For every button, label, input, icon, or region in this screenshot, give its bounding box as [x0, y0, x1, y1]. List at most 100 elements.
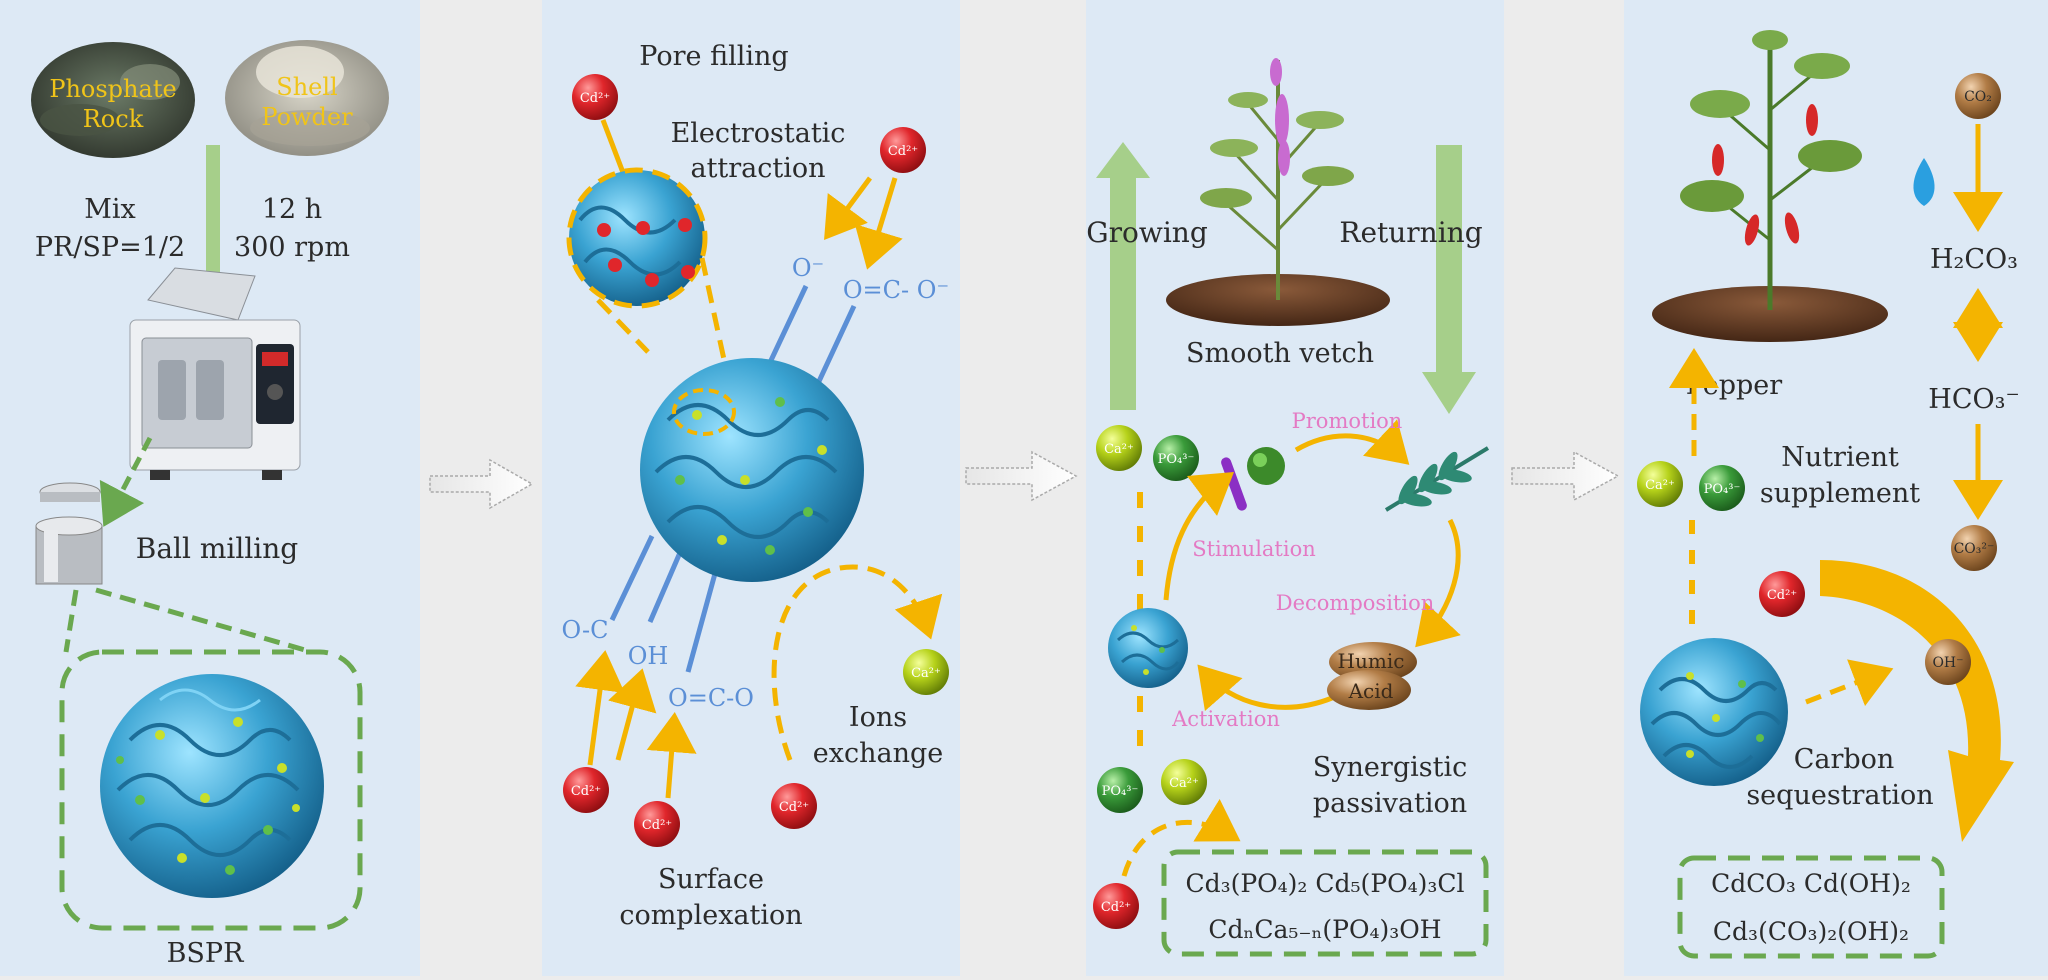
- humic-acid-label-1: Humic: [1338, 649, 1405, 673]
- svg-text:Ca²⁺: Ca²⁺: [1645, 478, 1675, 493]
- bspr-central-sphere: [640, 358, 864, 582]
- ions-exchange-label-1: Ions: [849, 702, 907, 733]
- microbe-rod-icon: [1221, 457, 1247, 511]
- phosphate-rock-label-2: Rock: [83, 105, 144, 133]
- carbon-product-box: [1677, 855, 1945, 959]
- synergistic-label-1: Synergistic: [1313, 752, 1467, 783]
- svg-text:CO₂: CO₂: [1964, 89, 1992, 105]
- oc-label: O-C: [561, 616, 608, 644]
- mill-to-jar-arrow: [99, 436, 153, 527]
- svg-text:Ca²⁺: Ca²⁺: [1104, 442, 1134, 457]
- surface-complexation-label-1: Surface: [658, 864, 764, 895]
- phosphate-rock-label-1: Phosphate: [49, 75, 176, 103]
- carbon-seq-label-2: sequestration: [1746, 780, 1933, 811]
- cd-ion-bottom-1: Cd²⁺: [563, 767, 609, 813]
- microbe-sphere-icon: [1247, 447, 1285, 485]
- shell-powder-image: Shell Powder: [225, 40, 389, 156]
- ca-ion-bottom: Ca²⁺: [1161, 759, 1207, 805]
- zoom-line-left: [63, 589, 79, 653]
- time-label: 12 h: [262, 194, 322, 225]
- hco3-label: HCO₃⁻: [1928, 384, 2019, 415]
- group-line-3: [609, 534, 655, 622]
- svg-text:PO₄³⁻: PO₄³⁻: [1102, 784, 1139, 799]
- synergistic-label-2: passivation: [1313, 788, 1467, 819]
- po4-ion-bottom: PO₄³⁻: [1097, 767, 1143, 813]
- flow-arrow-2: [965, 450, 1078, 502]
- bspr-dashed-box: [59, 649, 363, 931]
- carbon-product-2: Cd₃(CO₃)₂(OH)₂: [1713, 917, 1909, 946]
- stimulation-arrow: [1163, 471, 1234, 601]
- speed-label: 300 rpm: [234, 232, 350, 263]
- ratio-label: PR/SP=1/2: [35, 232, 185, 263]
- fern-leaf-icon: [1384, 446, 1490, 512]
- oh-molecule: OH⁻: [1925, 639, 1971, 685]
- group-line-4: [647, 547, 685, 623]
- bspr-sphere-panel4: [1640, 638, 1788, 786]
- pore-zoom-circle: [566, 167, 708, 309]
- mix-down-arrow: [190, 145, 236, 312]
- svg-text:Cd²⁺: Cd²⁺: [580, 91, 610, 106]
- ca-ion-panel4: Ca²⁺: [1637, 461, 1683, 507]
- electrostatic-label-1: Electrostatic: [671, 118, 846, 149]
- growing-arrow: [1096, 142, 1150, 410]
- cd-ion-panel4: Cd²⁺: [1759, 571, 1805, 617]
- cd-ion-electrostatic: Cd²⁺: [880, 127, 926, 173]
- svg-text:Cd²⁺: Cd²⁺: [779, 800, 809, 815]
- flow-arrow-1: [429, 458, 534, 510]
- panel-4: Pepper Ca²⁺ PO₄³⁻ Nutrient supplement CO…: [1637, 30, 2020, 959]
- phosphate-rock-image: Phosphate Rock: [31, 42, 195, 158]
- flow-arrow-3: [1511, 450, 1620, 502]
- shell-powder-label-2: Powder: [261, 103, 353, 131]
- milling-jar-icon: [35, 482, 103, 585]
- humic-acid-blob: Humic Acid: [1327, 642, 1417, 710]
- surface-complexation-label-2: complexation: [619, 900, 802, 931]
- svg-text:CO₃²⁻: CO₃²⁻: [1954, 541, 1995, 557]
- oco-minus-label: O=C- O⁻: [843, 276, 949, 304]
- svg-text:PO₄³⁻: PO₄³⁻: [1704, 482, 1741, 497]
- zoom-dash-right: [699, 257, 731, 379]
- o-minus-label: O⁻: [792, 254, 824, 282]
- nutrient-label-2: supplement: [1760, 478, 1920, 509]
- svg-text:OH⁻: OH⁻: [1932, 655, 1963, 671]
- bspr-sphere: [100, 674, 324, 898]
- panel-1: Phosphate Rock Shell Powder Mix PR/SP=1/…: [31, 40, 389, 969]
- ball-milling-label: Ball milling: [136, 532, 298, 565]
- zoom-dash-left: [596, 298, 650, 354]
- oco-label: O=C-O: [668, 684, 754, 712]
- electrostatic-arrow-2: [854, 177, 903, 270]
- mix-label: Mix: [84, 194, 136, 225]
- complexation-arrow-1: [575, 650, 625, 766]
- smooth-vetch-label: Smooth vetch: [1186, 338, 1374, 369]
- passivation-product-2: CdₙCa₅₋ₙ(PO₄)₃OH: [1208, 915, 1441, 944]
- svg-text:Cd²⁺: Cd²⁺: [888, 144, 918, 159]
- cd-ion-panel3: Cd²⁺: [1093, 883, 1139, 929]
- decomposition-arrow: [1415, 518, 1461, 648]
- bspr-label: BSPR: [167, 938, 245, 969]
- ca-ion-top: Ca²⁺: [1096, 425, 1142, 471]
- activation-arrow: [1197, 664, 1333, 712]
- svg-text:Cd²⁺: Cd²⁺: [1767, 588, 1797, 603]
- po4-ion-panel4: PO₄³⁻: [1699, 465, 1745, 511]
- complexation-arrow-2: [608, 668, 657, 761]
- water-drop-icon: [1913, 158, 1935, 206]
- cd-ion-bottom-2: Cd²⁺: [634, 801, 680, 847]
- svg-text:Ca²⁺: Ca²⁺: [1169, 776, 1199, 791]
- electrostatic-label-2: attraction: [690, 153, 825, 184]
- cd-ion-pore: Cd²⁺: [572, 74, 618, 120]
- promotion-arrow: [1294, 419, 1410, 465]
- zoom-line-right: [95, 587, 313, 655]
- sphere-to-oh-arrow: [1805, 659, 1894, 707]
- svg-text:Cd²⁺: Cd²⁺: [571, 784, 601, 799]
- h2co3-label: H₂CO₃: [1930, 244, 2018, 275]
- carbon-seq-label-1: Carbon: [1794, 744, 1895, 775]
- promotion-label: Promotion: [1292, 409, 1403, 433]
- pore-filling-label: Pore filling: [639, 41, 788, 72]
- returning-label: Returning: [1339, 216, 1482, 249]
- ball-mill-machine: [129, 267, 301, 480]
- smooth-vetch-plant: [1166, 58, 1390, 326]
- co3-molecule: CO₃²⁻: [1951, 525, 1997, 571]
- svg-text:Cd²⁺: Cd²⁺: [642, 818, 672, 833]
- svg-text:Cd²⁺: Cd²⁺: [1101, 900, 1131, 915]
